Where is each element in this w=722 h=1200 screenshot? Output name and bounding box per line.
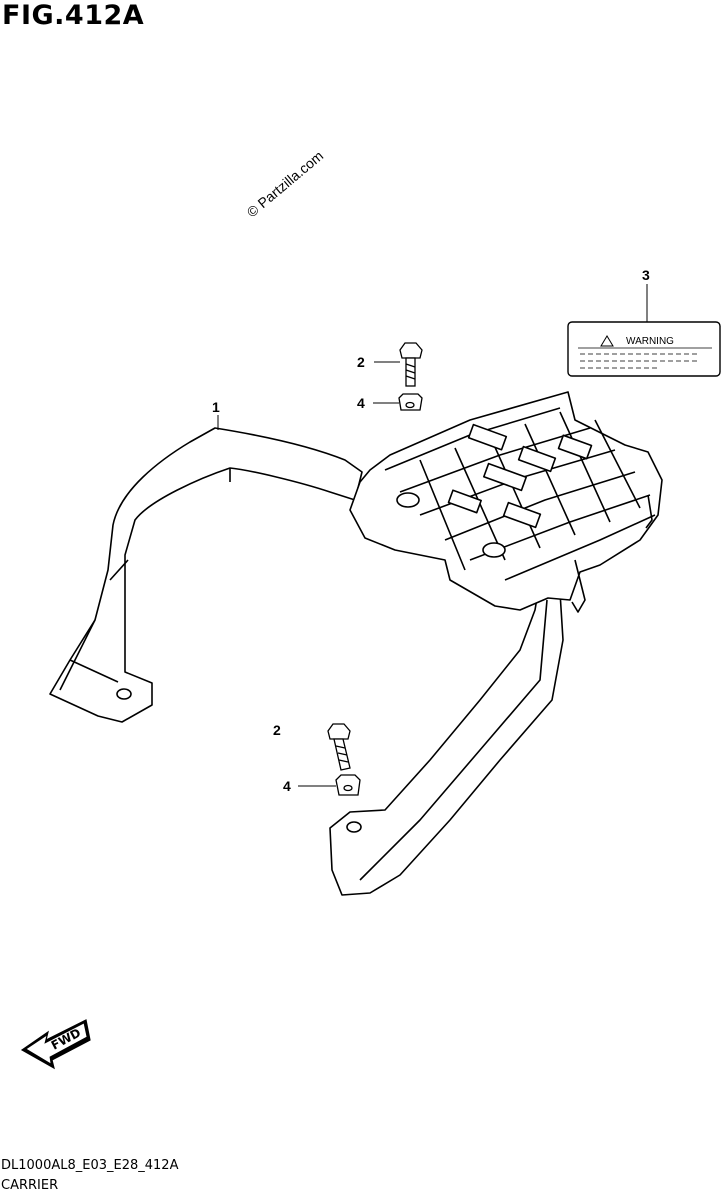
callout-2-upper: 2 — [357, 354, 365, 370]
callout-1: 1 — [212, 399, 220, 415]
callout-2-lower: 2 — [273, 722, 281, 738]
warning-label-text: WARNING — [626, 336, 674, 347]
footer-name: CARRIER — [1, 1178, 59, 1193]
watermark: © Partzilla.com — [244, 147, 327, 220]
figure-title: FIG.412A — [2, 0, 145, 31]
bolt-part-lower — [327, 723, 351, 771]
warning-label-part: WARNING — [567, 321, 721, 377]
forward-arrow-icon: FWD — [20, 1019, 91, 1070]
callout-3: 3 — [642, 267, 650, 283]
leader-lines — [217, 284, 648, 787]
callout-4-lower: 4 — [283, 778, 291, 794]
footer-code: DL1000AL8_E03_E28_412A — [1, 1158, 179, 1173]
bolt-part-upper — [399, 342, 423, 387]
washer-part-upper — [398, 393, 423, 411]
washer-part-lower — [335, 774, 361, 796]
callout-4-upper: 4 — [357, 395, 365, 411]
carrier-part — [49, 391, 663, 896]
